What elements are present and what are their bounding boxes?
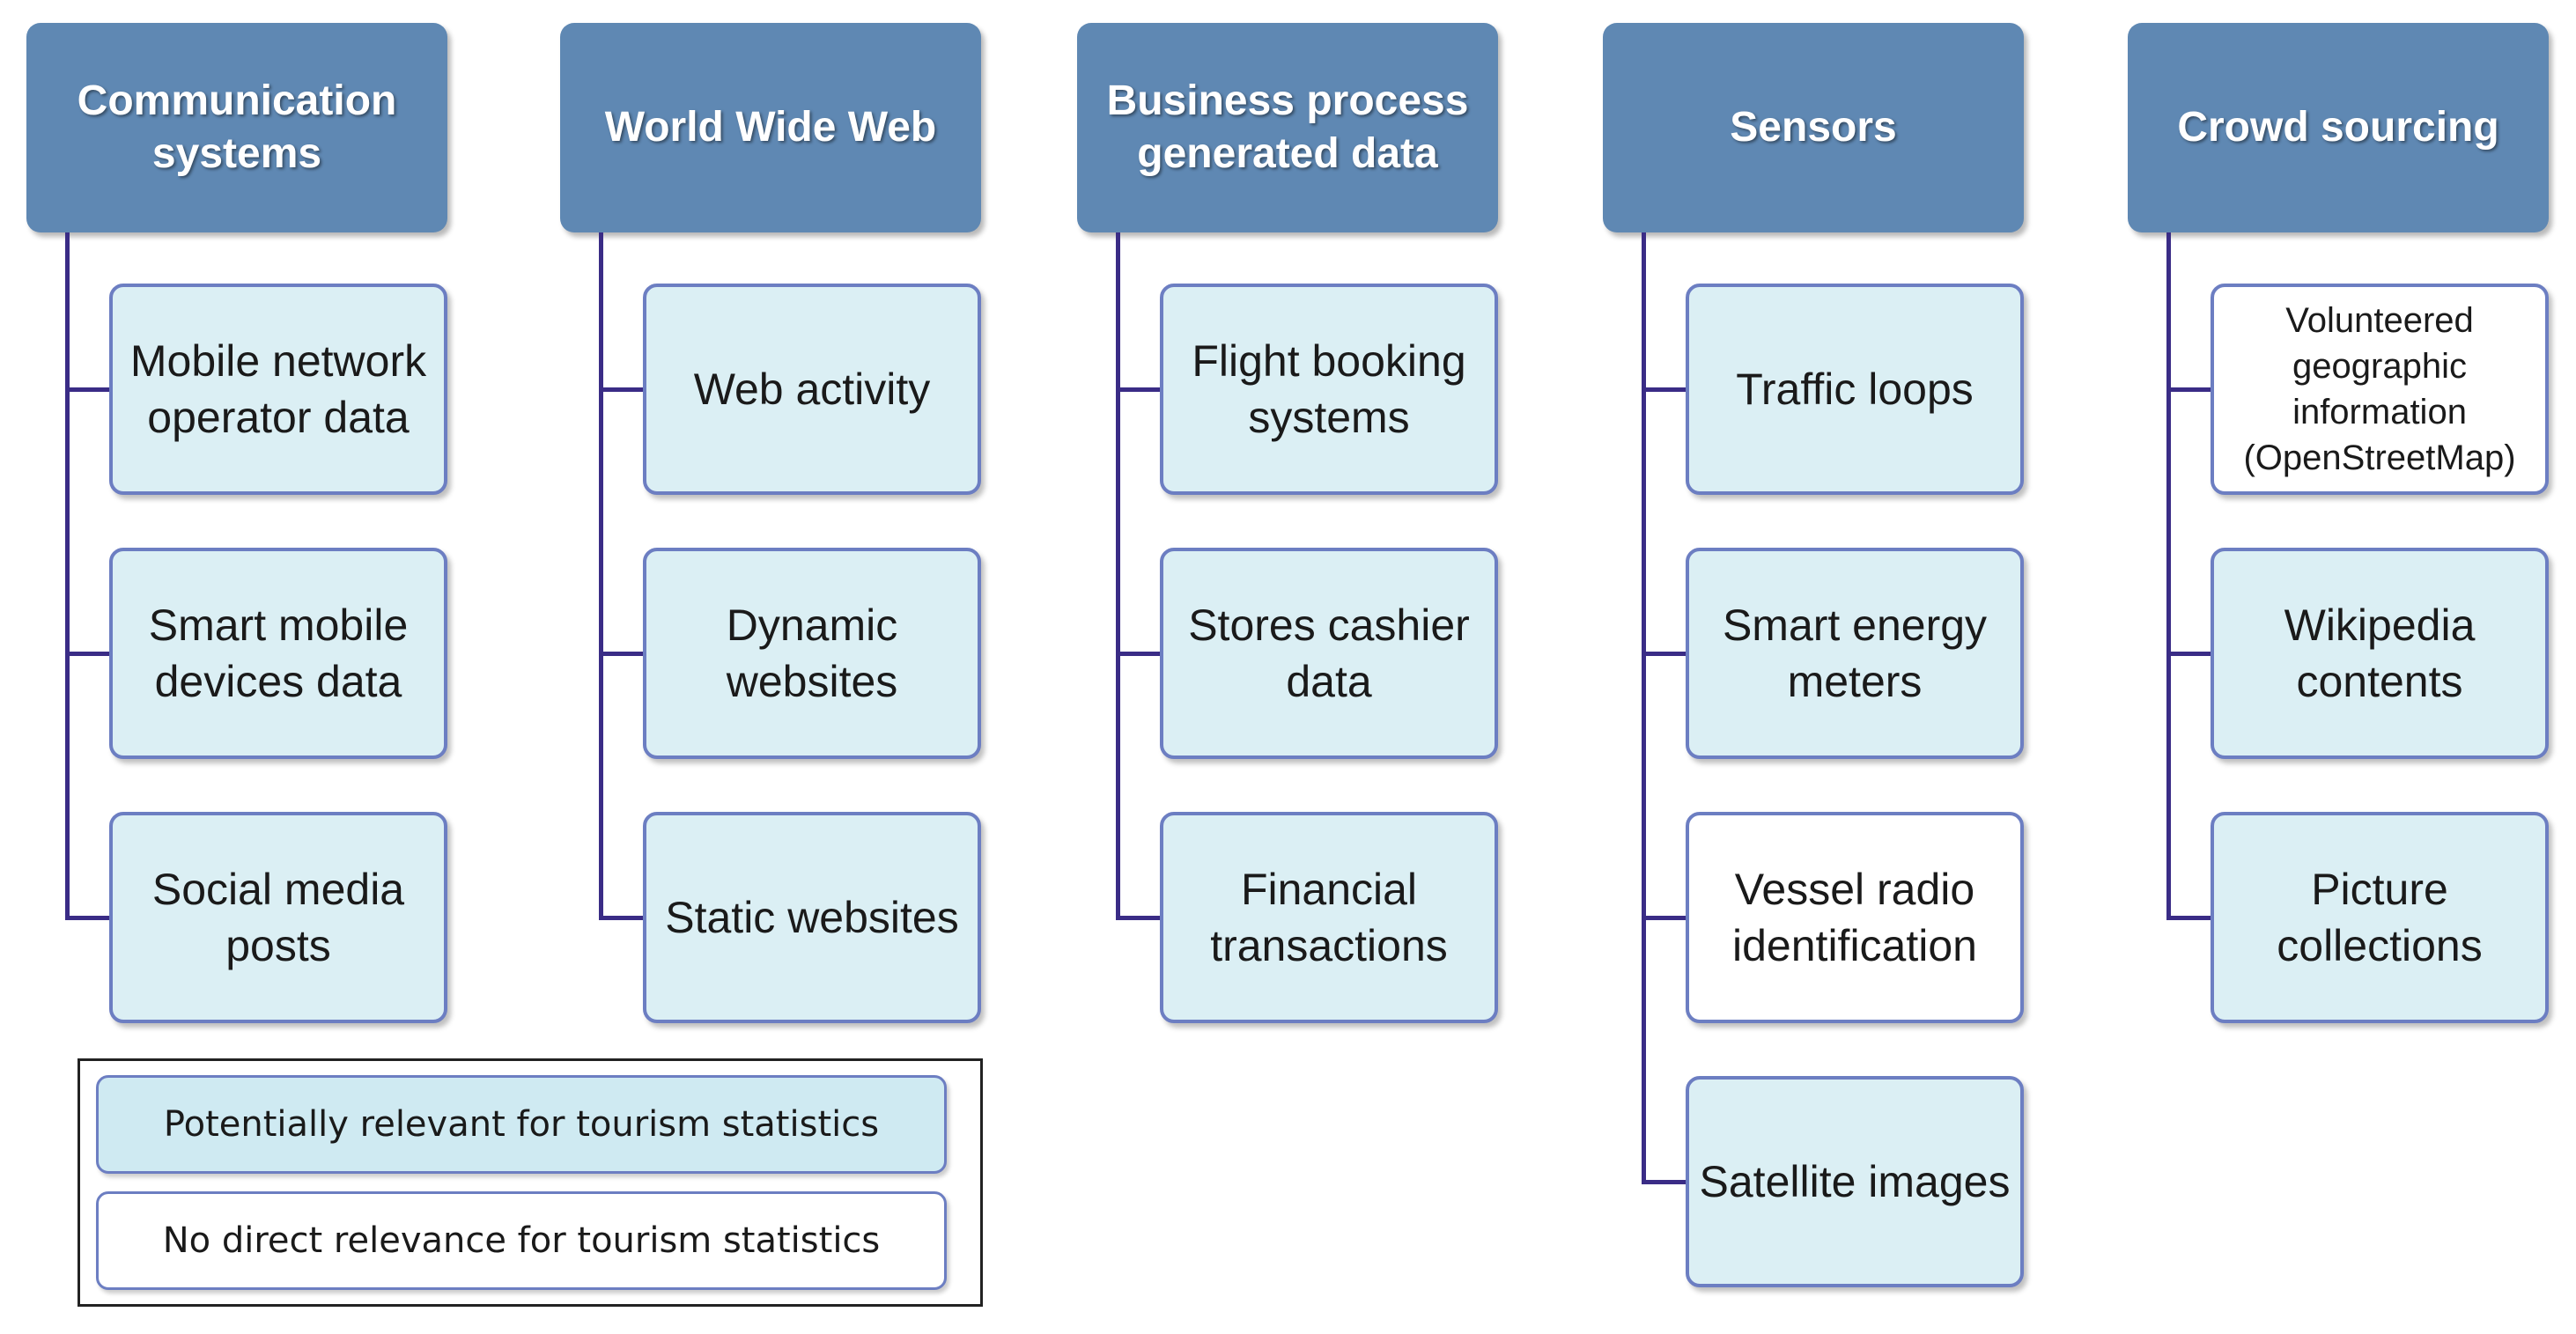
source-box: Static websites [643,812,981,1023]
source-box: Mobile network operator data [109,284,447,495]
connector-horizontal [599,387,643,392]
connector-horizontal [1116,387,1160,392]
source-box: Traffic loops [1686,284,2024,495]
connector-vertical [1642,232,1646,1184]
connector-horizontal [599,916,643,920]
connector-horizontal [1116,652,1160,656]
connector-horizontal [1642,1180,1686,1184]
connector-vertical [65,232,70,920]
header-world-wide-web: World Wide Web [560,23,981,232]
connector-vertical [599,232,603,920]
connector-horizontal [65,916,109,920]
connector-horizontal [1642,652,1686,656]
source-box: Dynamic websites [643,548,981,759]
source-box: Social media posts [109,812,447,1023]
source-box: Smart mobile devices data [109,548,447,759]
source-box: Picture collections [2211,812,2549,1023]
source-box: Financial transactions [1160,812,1498,1023]
source-box: Vessel radio identification [1686,812,2024,1023]
connector-horizontal [2166,652,2211,656]
legend-item-relevant: Potentially relevant for tourism statist… [96,1075,947,1174]
header-communication-systems: Communication systems [26,23,447,232]
connector-horizontal [65,387,109,392]
source-box: Satellite images [1686,1076,2024,1287]
source-box: Wikipedia contents [2211,548,2549,759]
header-sensors: Sensors [1603,23,2024,232]
connector-horizontal [1642,916,1686,920]
connector-horizontal [599,652,643,656]
header-business-process: Business process generated data [1077,23,1498,232]
connector-horizontal [65,652,109,656]
source-box: Volunteered geographic information (Open… [2211,284,2549,495]
source-box: Smart energy meters [1686,548,2024,759]
connector-vertical [1116,232,1120,920]
connector-horizontal [1642,387,1686,392]
source-box: Web activity [643,284,981,495]
source-box: Stores cashier data [1160,548,1498,759]
connector-horizontal [2166,916,2211,920]
legend: Potentially relevant for tourism statist… [78,1058,983,1307]
connector-vertical [2166,232,2171,920]
source-box: Flight booking systems [1160,284,1498,495]
connector-horizontal [2166,387,2211,392]
connector-horizontal [1116,916,1160,920]
header-crowd-sourcing: Crowd sourcing [2128,23,2549,232]
legend-item-not-relevant: No direct relevance for tourism statisti… [96,1191,947,1290]
